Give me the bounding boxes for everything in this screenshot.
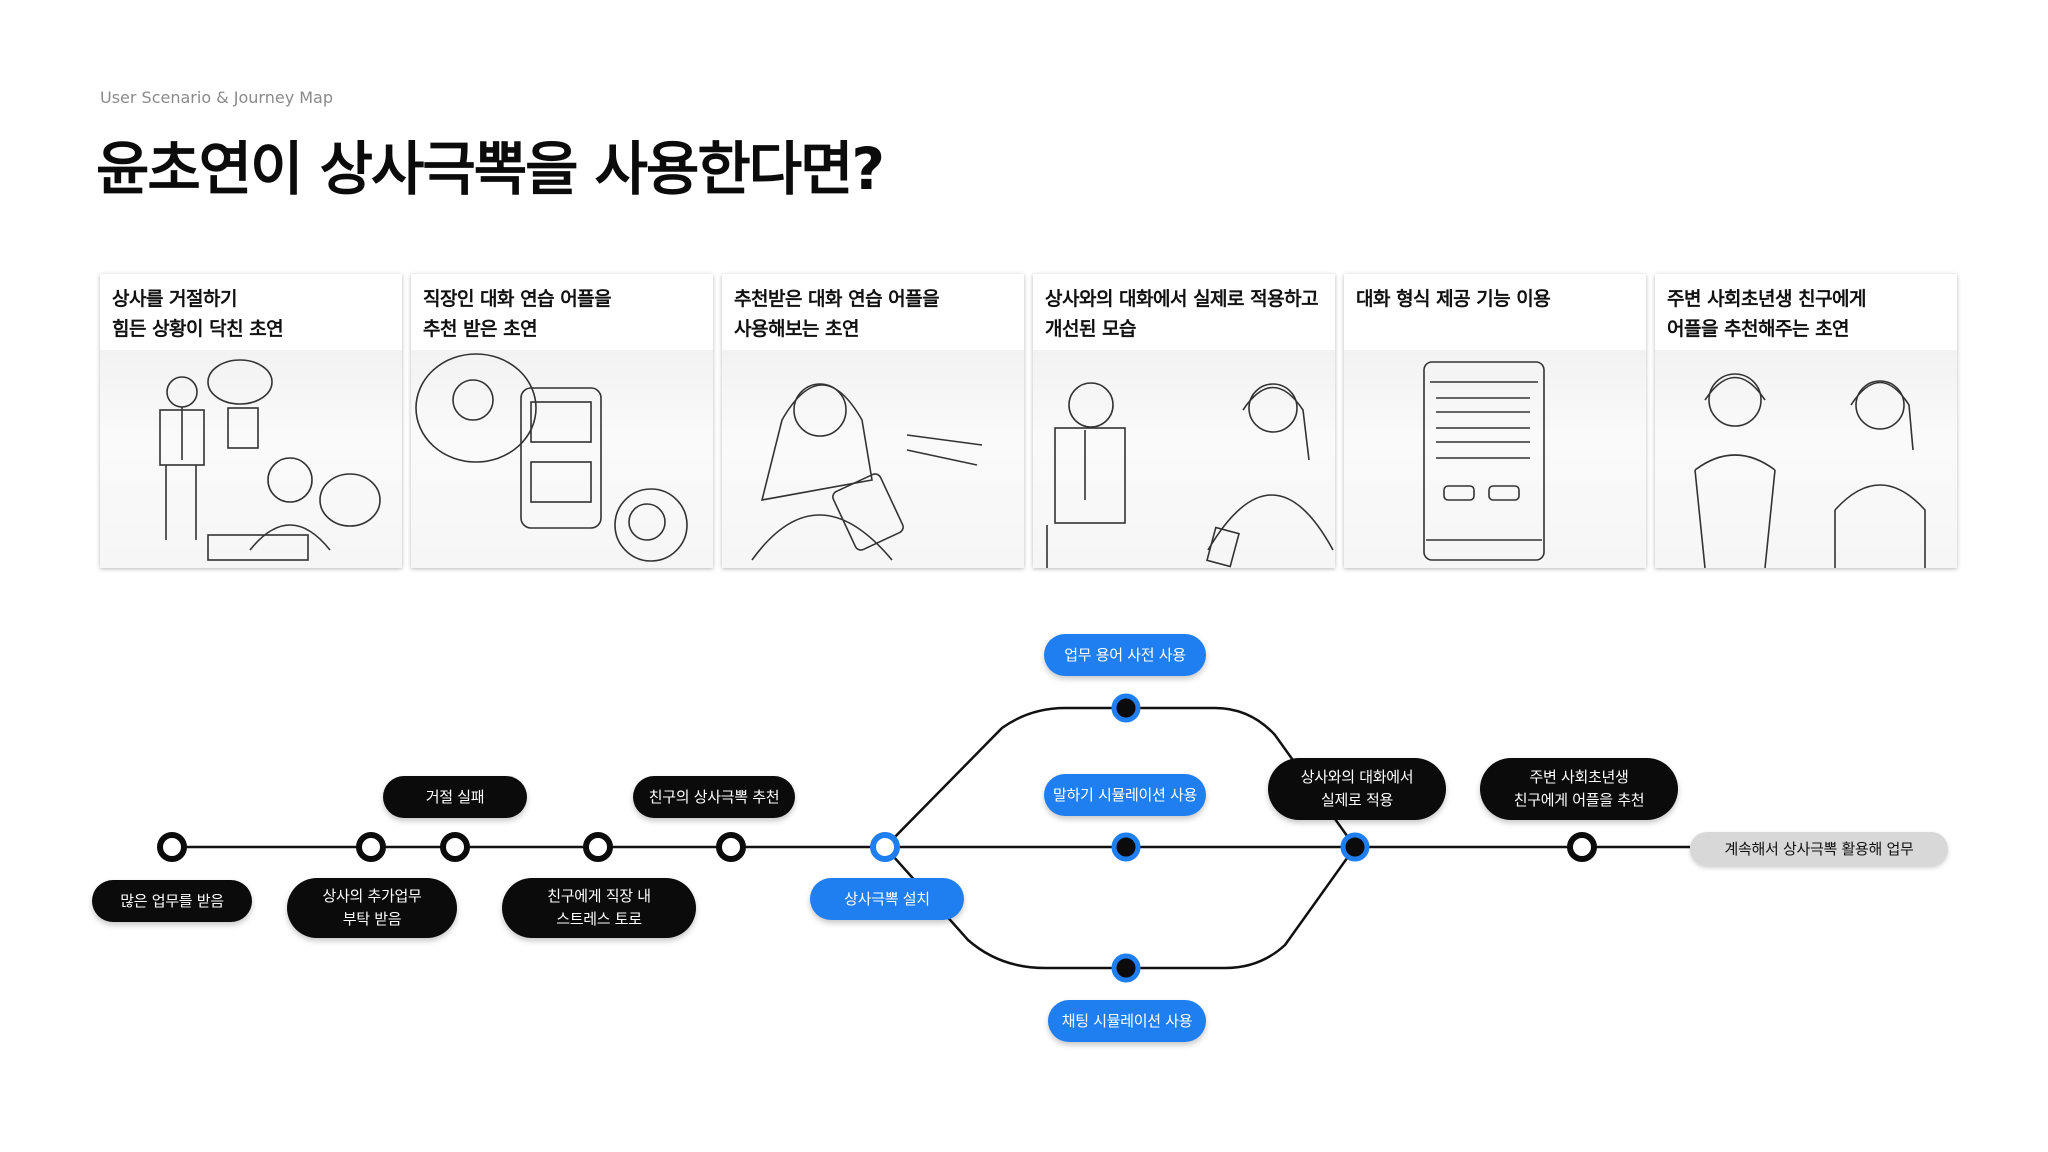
- scene-card-6: 주변 사회초년생 친구에게 어플을 추천해주는 초연: [1655, 274, 1957, 568]
- scene-card-2: 직장인 대화 연습 어플을 추천 받은 초연: [411, 274, 713, 568]
- node-install: [870, 832, 900, 862]
- scene-caption: 직장인 대화 연습 어플을 추천 받은 초연: [423, 288, 612, 340]
- node-recommend-friends: [1567, 832, 1597, 862]
- subtitle: User Scenario & Journey Map: [100, 88, 334, 107]
- step-label: 계속해서 상사극뽁 활용해 업무: [1690, 832, 1948, 866]
- node-chat-sim: [1111, 953, 1141, 983]
- scene-caption: 대화 형식 제공 기능 이용: [1356, 288, 1551, 310]
- node-friend-recommend: [716, 832, 746, 862]
- step-label: 많은 업무를 받음: [92, 880, 252, 922]
- node-many-tasks: [157, 832, 187, 862]
- scene-caption: 추천받은 대화 연습 어플을 사용해보는 초연: [734, 288, 940, 340]
- journey-lower-branch: [884, 846, 1357, 970]
- step-label: 주변 사회초년생 친구에게 어플을 추천: [1480, 758, 1678, 820]
- scene-caption: 상사를 거절하기 힘든 상황이 닥친 초연: [112, 288, 284, 340]
- scene-card-3: 추천받은 대화 연습 어플을 사용해보는 초연: [722, 274, 1024, 568]
- scene-card-1: 상사를 거절하기 힘든 상황이 닥친 초연: [100, 274, 402, 568]
- scene-sketch-image: [1344, 350, 1646, 568]
- scene-sketch-image: [1033, 350, 1335, 568]
- step-label: 거절 실패: [383, 776, 527, 818]
- scene-caption: 상사와의 대화에서 실제로 적용하고 개선된 모습: [1045, 288, 1319, 340]
- scene-sketch-image: [100, 350, 402, 568]
- node-boss-request: [356, 832, 386, 862]
- node-dictionary: [1111, 693, 1141, 723]
- scene-sketch-image: [411, 350, 713, 568]
- step-label: 상사극뽁 설치: [810, 878, 964, 920]
- scene-sketch-image: [1655, 350, 1957, 568]
- journey-nodes: [157, 693, 1597, 983]
- step-label: 상사와의 대화에서 실제로 적용: [1268, 758, 1446, 820]
- node-refuse-fail: [440, 832, 470, 862]
- node-speaking-sim: [1111, 832, 1141, 862]
- step-label: 상사의 추가업무 부탁 받음: [287, 878, 457, 938]
- node-apply-conversation: [1340, 832, 1370, 862]
- scene-sketch-image: [722, 350, 1024, 568]
- step-label: 업무 용어 사전 사용: [1044, 634, 1206, 676]
- node-vent-friend: [583, 832, 613, 862]
- scene-card-5: 대화 형식 제공 기능 이용: [1344, 274, 1646, 568]
- scene-card-4: 상사와의 대화에서 실제로 적용하고 개선된 모습: [1033, 274, 1335, 568]
- step-label: 채팅 시뮬레이션 사용: [1048, 1000, 1206, 1042]
- step-label: 친구의 상사극뽁 추천: [633, 776, 795, 818]
- scene-caption: 주변 사회초년생 친구에게 어플을 추천해주는 초연: [1667, 288, 1867, 340]
- page-title: 윤초연이 상사극뽁을 사용한다면?: [96, 135, 885, 203]
- step-label: 말하기 시뮬레이션 사용: [1044, 774, 1206, 816]
- step-label: 친구에게 직장 내 스트레스 토로: [502, 878, 696, 938]
